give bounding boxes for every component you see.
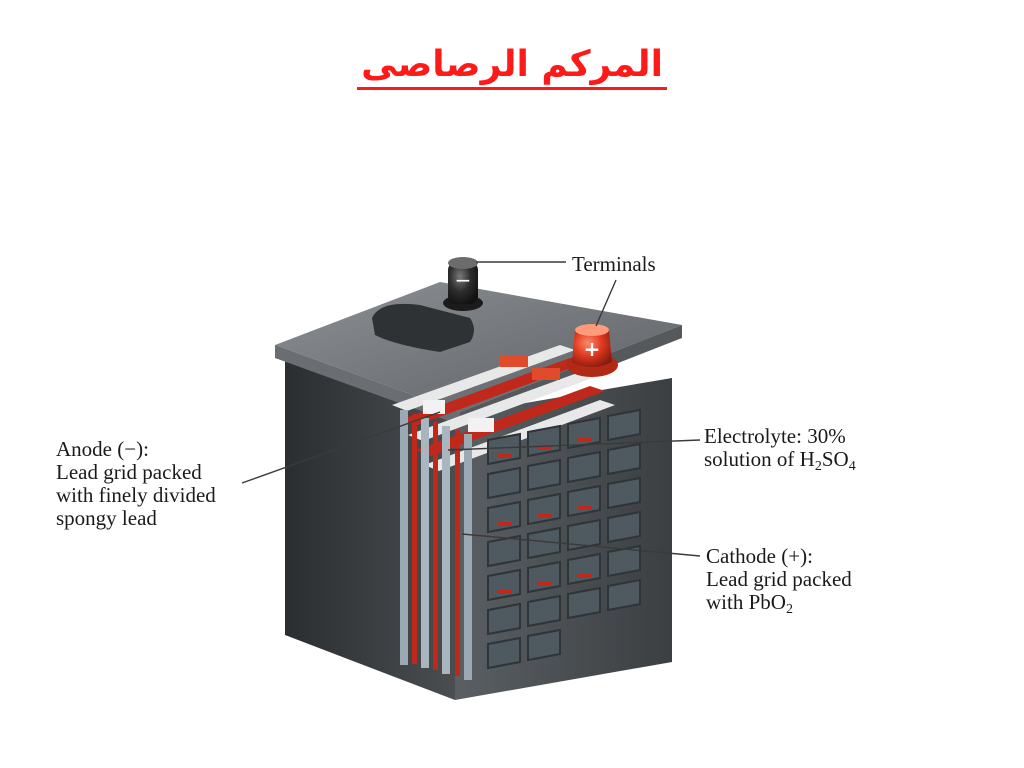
cell-plates xyxy=(392,345,641,680)
leader-terminals-pos xyxy=(595,279,617,327)
electrolyte-formula-prefix: solution of H xyxy=(704,447,815,471)
cathode-label: Cathode (+): Lead grid packed with PbO2 xyxy=(706,544,852,617)
grid-red-accents xyxy=(498,438,592,594)
leader-anode xyxy=(241,411,441,484)
title-text: المركم الرصاصى xyxy=(357,44,667,90)
anode-label-line2: Lead grid packed xyxy=(56,460,202,484)
negative-terminal xyxy=(443,257,483,311)
leader-lines xyxy=(241,261,701,557)
cathode-formula-prefix: with PbO xyxy=(706,590,786,614)
anode-label-line3: with finely divided xyxy=(56,483,216,507)
leader-electrolyte xyxy=(447,439,701,451)
anode-label-line1: Anode (−): xyxy=(56,437,149,461)
terminals-label-text: Terminals xyxy=(572,252,656,276)
cathode-label-line3: with PbO2 xyxy=(706,590,852,617)
negative-sign-glyph: − xyxy=(455,268,472,292)
positive-sign-glyph: + xyxy=(584,337,601,361)
electrolyte-label-line1: Electrolyte: 30% xyxy=(704,424,846,448)
electrolyte-label: Electrolyte: 30% solution of H2SO4 xyxy=(704,424,856,474)
cathode-label-line2: Lead grid packed xyxy=(706,567,852,591)
lead-grid xyxy=(487,408,641,670)
slide-title: المركم الرصاصى xyxy=(0,44,1024,90)
electrolyte-subscript-o: 4 xyxy=(848,459,856,474)
leader-cathode xyxy=(461,533,701,557)
electrolyte-label-line2: solution of H2SO4 xyxy=(704,447,856,474)
electrolyte-formula-so: SO xyxy=(821,447,849,471)
anode-label: Anode (−): Lead grid packed with finely … xyxy=(56,438,216,530)
terminals-label: Terminals xyxy=(572,253,656,276)
vent-cap xyxy=(372,303,474,352)
anode-label-line4: spongy lead xyxy=(56,506,157,530)
cathode-subscript: 2 xyxy=(785,602,793,617)
cathode-label-line1: Cathode (+): xyxy=(706,544,813,568)
positive-terminal xyxy=(566,324,618,377)
electrolyte-subscript-h: 2 xyxy=(814,459,822,474)
